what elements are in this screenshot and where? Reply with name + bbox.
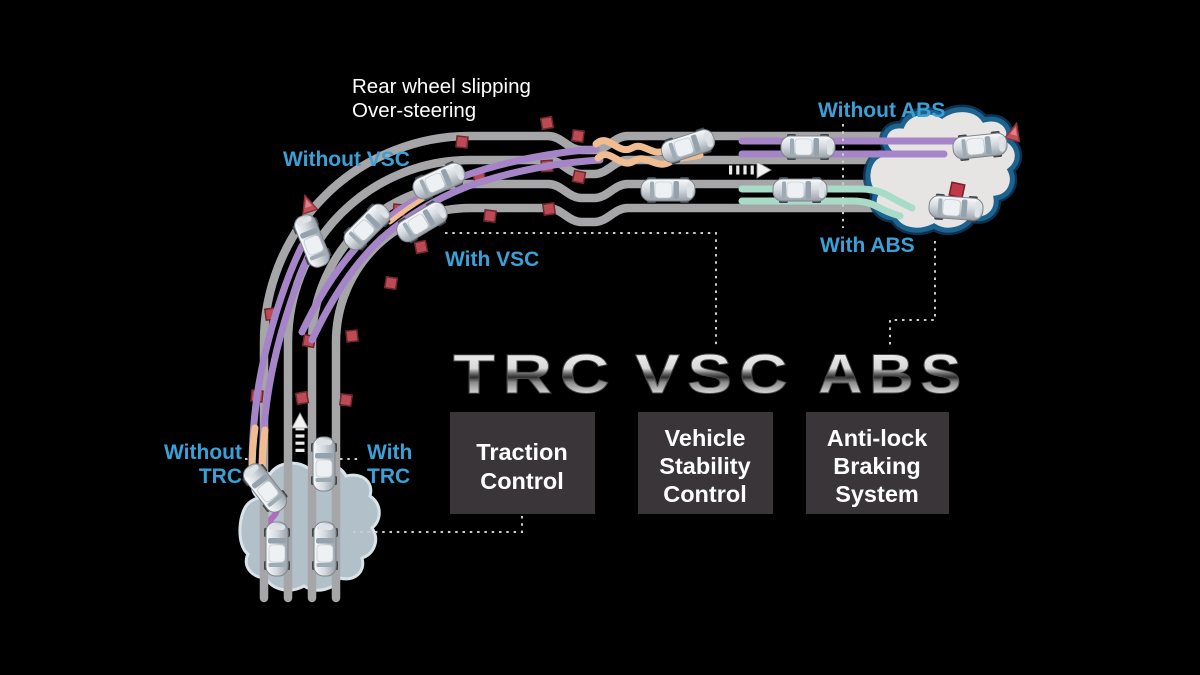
car-top-view-icon bbox=[311, 521, 339, 577]
obstacle-icon bbox=[948, 181, 966, 199]
road-marker-icon bbox=[294, 390, 310, 406]
box-title-line: Traction bbox=[476, 439, 567, 465]
car-top-view-icon bbox=[640, 176, 696, 204]
travel-direction-arrow-icon bbox=[729, 161, 772, 179]
with-vsc-connector bbox=[445, 232, 717, 348]
rear-wheel-label-line1: Rear wheel slipping bbox=[352, 75, 531, 98]
box-title-line: Control bbox=[480, 468, 564, 494]
box-title-line: Anti-lock bbox=[827, 425, 928, 451]
without-vsc-trail bbox=[248, 242, 314, 480]
label-without-abs: Without ABS bbox=[818, 99, 945, 122]
traction-control-box: Traction Control bbox=[450, 412, 595, 514]
road-marker-icon bbox=[345, 329, 359, 343]
road-marker-icon bbox=[541, 201, 557, 217]
logo-word-abs: ABS bbox=[818, 342, 968, 405]
car-top-view-icon bbox=[263, 521, 291, 577]
label-with-trc-line2: TRC bbox=[367, 465, 410, 488]
rear-wheel-label-line2: Over-steering bbox=[352, 99, 476, 122]
traction-box-connector bbox=[349, 516, 523, 533]
road-marker-icon bbox=[338, 392, 354, 408]
road-marker-icon bbox=[570, 128, 586, 144]
car-top-view-icon bbox=[927, 192, 985, 224]
box-title-line: System bbox=[835, 481, 919, 507]
car-top-view-icon bbox=[772, 176, 828, 204]
vehicle-stability-control-box: Vehicle Stability Control bbox=[638, 412, 773, 514]
with-abs-connector bbox=[889, 241, 936, 349]
label-with-trc-line1: With bbox=[367, 441, 412, 464]
label-with-vsc: With VSC bbox=[445, 248, 539, 271]
travel-direction-arrow-icon bbox=[291, 412, 309, 452]
box-title-line: Braking bbox=[833, 453, 921, 479]
label-with-abs: With ABS bbox=[820, 234, 915, 257]
label-without-trc-line2: TRC bbox=[199, 465, 242, 488]
box-title-line: Vehicle bbox=[665, 425, 746, 451]
box-title-line: Control bbox=[663, 481, 747, 507]
chrome-logo: TRC VSC ABS bbox=[453, 342, 968, 406]
road-marker-icon bbox=[483, 209, 497, 223]
logo-word-vsc: VSC bbox=[635, 342, 795, 405]
label-without-vsc: Without VSC bbox=[283, 148, 410, 171]
road-marker-icon bbox=[383, 275, 399, 291]
with-abs-trail bbox=[738, 185, 916, 220]
logo-word-trc: TRC bbox=[453, 342, 617, 405]
road-marker-icon bbox=[571, 169, 587, 185]
road-marker-icon bbox=[455, 135, 469, 149]
label-without-trc-line1: Without bbox=[164, 441, 242, 464]
car-top-view-icon bbox=[310, 436, 338, 492]
box-title-line: Stability bbox=[659, 453, 750, 479]
road-marker-icon bbox=[413, 239, 429, 255]
car-top-view-icon bbox=[780, 133, 836, 161]
connector-dotted-lines bbox=[245, 124, 936, 533]
road-marker-icon bbox=[539, 115, 555, 131]
anti-lock-braking-box: Anti-lock Braking System bbox=[806, 412, 949, 514]
